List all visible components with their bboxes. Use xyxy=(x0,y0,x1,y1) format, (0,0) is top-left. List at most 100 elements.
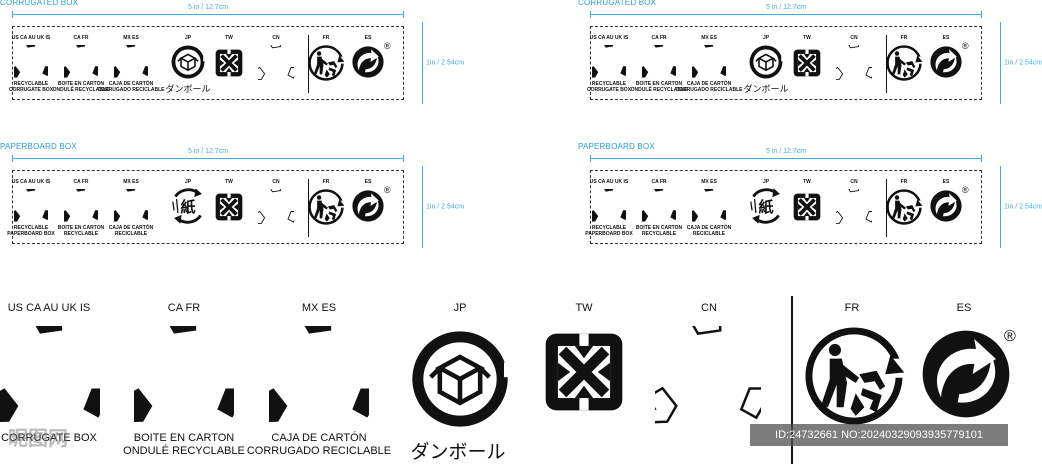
fr-triman-icon xyxy=(307,44,345,82)
label-panel: PAPERBOARD BOX 5 in / 12.7cm 1in / 2.54cm U… xyxy=(0,142,464,258)
region-code: JP xyxy=(762,179,770,185)
watermark-logo: 昵图网 xyxy=(8,428,68,450)
recycle-caption: RECYCLABLE PAPERBOARD BOX xyxy=(585,225,633,237)
region-code: US CA AU UK IS xyxy=(11,179,51,185)
region-code: JP xyxy=(762,35,770,41)
panel-title: CORRUGATED BOX xyxy=(0,0,79,7)
width-dimension: 5 in / 12.7cm xyxy=(12,4,404,23)
recycle-icon xyxy=(14,189,48,223)
large-code-mx: MX ES xyxy=(301,302,337,314)
registered-mark: ® xyxy=(384,41,391,51)
recycle-icon xyxy=(64,45,98,79)
region-code: MX ES xyxy=(701,35,717,41)
jp-corrugated-box-icon xyxy=(405,324,515,434)
large-code-cn: CN xyxy=(701,302,717,314)
region-code: TW xyxy=(225,179,233,185)
large-caption-jp: ダンボール xyxy=(410,442,506,463)
jp-kanji: 紙 xyxy=(758,199,774,216)
region-code: CN xyxy=(272,179,280,185)
watermark-id: ID:24732661 NO:20240329093935779101 xyxy=(750,424,1008,446)
jp-kanji: 紙 xyxy=(180,199,196,216)
height-dimension: 1in / 2.54cm xyxy=(1000,22,1042,104)
registered-mark: ® xyxy=(962,185,969,195)
cn-recycle-outline-icon xyxy=(655,326,761,426)
cn-recycle-outline-icon xyxy=(258,189,294,225)
region-code: US CA AU UK IS xyxy=(11,35,51,41)
recycle-icon xyxy=(269,326,369,426)
region-code: US CA AU UK IS xyxy=(589,179,629,185)
recycle-caption: RECYCLABLE CORRUGATE BOX xyxy=(586,81,632,93)
recycle-caption: RECYCLABLE PAPERBOARD BOX xyxy=(7,225,55,237)
fr-triman-icon xyxy=(802,324,906,428)
es-green-dot-icon xyxy=(350,188,386,224)
width-dimension-label: 5 in / 12.7cm xyxy=(184,148,232,155)
tw-recycle-icon xyxy=(213,47,245,79)
width-dimension: 5 in / 12.7cm xyxy=(590,148,982,167)
height-dimension: 1in / 2.54cm xyxy=(422,166,464,248)
height-dimension: 1in / 2.54cm xyxy=(422,22,464,104)
tw-recycle-icon xyxy=(213,191,245,223)
recycle-icon xyxy=(592,45,626,79)
recycle-icon xyxy=(114,189,148,223)
es-green-dot-icon xyxy=(928,44,964,80)
es-green-dot-icon xyxy=(916,324,1016,424)
es-green-dot-icon xyxy=(350,44,386,80)
panel-title: PAPERBOARD BOX xyxy=(0,142,77,151)
large-caption-ca: BOITE EN CARTON ONDULÉ RECYCLABLE xyxy=(123,432,245,457)
region-code: CA FR xyxy=(651,179,667,185)
region-code: US CA AU UK IS xyxy=(589,35,629,41)
fr-triman-icon xyxy=(885,44,923,82)
fr-triman-icon xyxy=(885,188,923,226)
region-code: ES xyxy=(364,35,372,41)
recycle-caption: BOITE EN CARTON RECYCLABLE xyxy=(635,225,683,237)
width-dimension: 5 in / 12.7cm xyxy=(590,4,982,23)
large-code-es: ES xyxy=(956,302,972,314)
fr-triman-icon xyxy=(307,188,345,226)
recycle-caption: BOITE EN CARTON RECYCLABLE xyxy=(57,225,105,237)
height-dimension-label: 1in / 2.54cm xyxy=(426,203,465,211)
region-code: CN xyxy=(272,35,280,41)
width-dimension: 5 in / 12.7cm xyxy=(12,148,404,167)
region-code: JP xyxy=(184,179,192,185)
region-code: FR xyxy=(322,179,330,185)
registered-mark: ® xyxy=(384,185,391,195)
region-code: CN xyxy=(850,179,858,185)
region-code: MX ES xyxy=(701,179,717,185)
height-dimension-label: 1in / 2.54cm xyxy=(426,59,465,67)
height-dimension-label: 1in / 2.54cm xyxy=(1004,203,1042,211)
region-code: JP xyxy=(184,35,192,41)
cn-recycle-outline-icon xyxy=(258,45,294,81)
region-code: TW xyxy=(803,179,811,185)
recycle-caption: CAJA DE CARTÓN RECICLABLE xyxy=(108,225,154,237)
region-code: TW xyxy=(225,35,233,41)
recycle-caption: RECYCLABLE CORRUGATE BOX xyxy=(8,81,54,93)
large-code-tw: TW xyxy=(575,302,593,314)
cn-recycle-outline-icon xyxy=(836,45,872,81)
cn-recycle-outline-icon xyxy=(836,189,872,225)
region-code: FR xyxy=(322,35,330,41)
recycle-icon xyxy=(642,45,676,79)
width-dimension-label: 5 in / 12.7cm xyxy=(762,4,810,11)
large-caption-mx: CAJA DE CARTÓN CORRUGADO RECICLABLE xyxy=(246,432,392,457)
registered-mark: ® xyxy=(1004,328,1016,345)
recycle-icon xyxy=(114,45,148,79)
large-caption-us: CORRUGATE BOX xyxy=(1,432,97,444)
tw-recycle-icon xyxy=(538,326,630,418)
panel-title: PAPERBOARD BOX xyxy=(578,142,655,151)
tw-recycle-icon xyxy=(791,47,823,79)
region-code: ES xyxy=(942,179,950,185)
region-code: CA FR xyxy=(73,35,89,41)
registered-mark: ® xyxy=(962,41,969,51)
width-dimension-label: 5 in / 12.7cm xyxy=(762,148,810,155)
recycle-icon xyxy=(642,189,676,223)
height-dimension-label: 1in / 2.54cm xyxy=(1004,59,1042,67)
region-code: TW xyxy=(803,35,811,41)
recycle-caption: CAJA DE CARTÓN CORRUGADO RECICLABLE xyxy=(97,81,165,93)
region-code: FR xyxy=(900,179,908,185)
height-dimension: 1in / 2.54cm xyxy=(1000,166,1042,248)
